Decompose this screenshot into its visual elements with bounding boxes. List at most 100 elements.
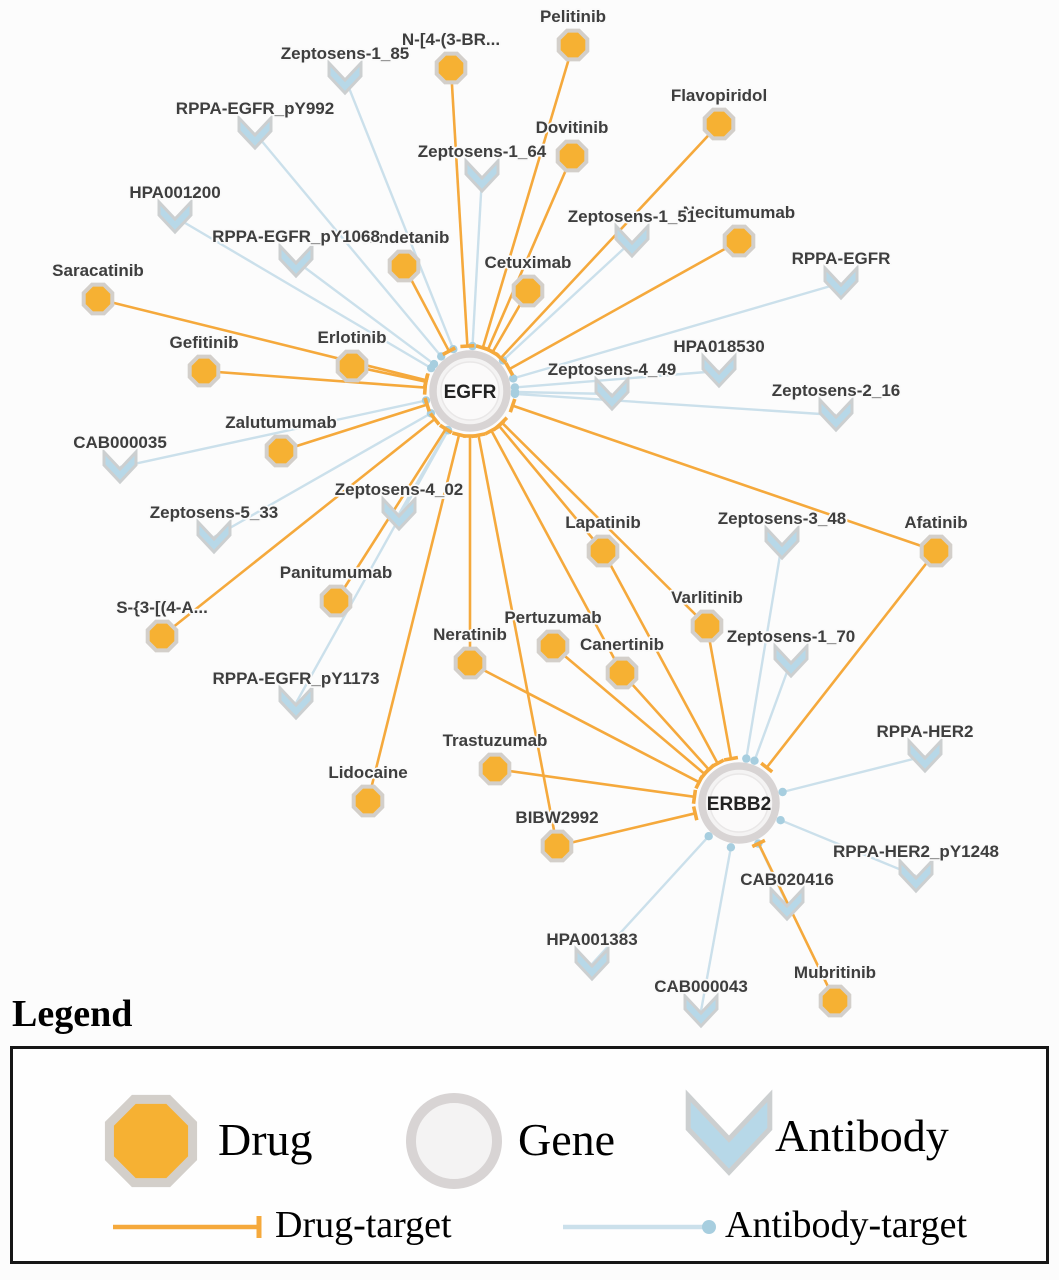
node-saracatinib bbox=[81, 282, 115, 316]
node-label-lapatinib: Lapatinib bbox=[565, 513, 641, 532]
edge-rppa-egfr-egfr bbox=[509, 281, 842, 383]
nodes-layer bbox=[81, 28, 953, 1029]
node-neratinib bbox=[453, 646, 487, 680]
node-erbb2 bbox=[698, 762, 780, 844]
node-label-erlotinib: Erlotinib bbox=[318, 328, 387, 347]
node-label-afatinib: Afatinib bbox=[904, 513, 967, 532]
node-label-pelitinib: Pelitinib bbox=[540, 7, 606, 26]
node-label-bibw2992: BIBW2992 bbox=[515, 808, 598, 827]
edge-necitumumab-egfr bbox=[504, 239, 740, 377]
node-label-hpa001383: HPA001383 bbox=[546, 930, 637, 949]
edge-varlitinib-egfr bbox=[495, 416, 708, 627]
node-label-vandetanib: Vandetanib bbox=[359, 228, 450, 247]
node-lidocaine bbox=[351, 784, 385, 818]
edge-hpa001383-erbb2 bbox=[591, 832, 713, 965]
edge-afatinib-egfr bbox=[508, 398, 937, 553]
node-zeptosens-1-85 bbox=[327, 59, 363, 96]
edge-rppa-her2-py1248-erbb2 bbox=[776, 816, 917, 878]
node-label-zeptosens-4-49: Zeptosens-4_49 bbox=[548, 360, 677, 379]
node-lapatinib bbox=[586, 534, 620, 568]
edge-zeptosens-1-85-egfr bbox=[343, 77, 458, 354]
legend-label-gene: Gene bbox=[518, 1114, 616, 1165]
legend-title: Legend bbox=[12, 993, 133, 1035]
node-cab000043 bbox=[683, 992, 719, 1029]
node-label-rppa-her2-py1248: RPPA-HER2_pY1248 bbox=[833, 842, 999, 861]
node-label-pertuzumab: Pertuzumab bbox=[504, 608, 601, 627]
node-zeptosens-4-49 bbox=[594, 375, 630, 412]
node-erlotinib bbox=[335, 349, 369, 383]
drug-node-icon bbox=[104, 1094, 198, 1188]
node-panitumumab bbox=[319, 584, 353, 618]
node-label-zeptosens-1-51: Zeptosens-1_51 bbox=[568, 207, 697, 226]
labels-layer: EGFRERBB2PelitinibN-[4-(3-BR...Flavopiri… bbox=[50, 5, 1000, 998]
edge-rppa-egfr-py1068-egfr bbox=[295, 260, 439, 369]
node-label-rppa-egfr: RPPA-EGFR bbox=[792, 249, 891, 268]
node-rppa-egfr-py1173 bbox=[278, 684, 314, 721]
node-rppa-egfr-py1068 bbox=[278, 242, 314, 279]
node-label-hpa001200: HPA001200 bbox=[129, 183, 220, 202]
node-egfr bbox=[429, 350, 511, 432]
node-label-gefitinib: Gefitinib bbox=[170, 333, 239, 352]
node-mubritinib bbox=[818, 984, 852, 1018]
node-label-necitumumab: Necitumumab bbox=[683, 203, 795, 222]
node-label-zeptosens-1-70: Zeptosens-1_70 bbox=[727, 627, 856, 646]
node-rppa-her2-py1248 bbox=[898, 857, 934, 894]
node-zeptosens-4-02 bbox=[381, 495, 417, 532]
node-vandetanib bbox=[387, 249, 421, 283]
node-label-zeptosens-4-02: Zeptosens-4_02 bbox=[335, 480, 464, 499]
node-dovitinib bbox=[555, 139, 589, 173]
legend-label-antibody-target: Antibody-target bbox=[725, 1204, 968, 1246]
node-afatinib bbox=[919, 534, 953, 568]
edge-s-3-4-a-egfr bbox=[161, 412, 441, 638]
node-zeptosens-3-48 bbox=[764, 524, 800, 561]
edge-rppa-her2-erbb2 bbox=[778, 754, 926, 797]
node-label-flavopiridol: Flavopiridol bbox=[671, 86, 767, 105]
node-label-zeptosens-3-48: Zeptosens-3_48 bbox=[718, 509, 847, 528]
edge-varlitinib-erbb2 bbox=[705, 625, 739, 762]
node-canertinib bbox=[605, 656, 639, 690]
node-label-neratinib: Neratinib bbox=[433, 625, 507, 644]
network-svg: EGFRERBB2PelitinibN-[4-(3-BR...Flavopiri… bbox=[50, 5, 1001, 1029]
node-label-dovitinib: Dovitinib bbox=[536, 118, 609, 137]
edge-canertinib-erbb2 bbox=[621, 672, 716, 776]
node-flavopiridol bbox=[702, 107, 736, 141]
node-s-3-4-a bbox=[145, 619, 179, 653]
node-hpa001383 bbox=[574, 945, 610, 982]
node-label-zalutumumab: Zalutumumab bbox=[225, 413, 336, 432]
node-label-zeptosens-1-64: Zeptosens-1_64 bbox=[418, 142, 547, 161]
node-zeptosens-1-64 bbox=[464, 157, 500, 194]
node-cab000035 bbox=[102, 448, 138, 485]
node-zeptosens-5-33 bbox=[196, 518, 232, 555]
node-label-erbb2: ERBB2 bbox=[707, 794, 771, 815]
edge-pertuzumab-erbb2 bbox=[552, 645, 711, 781]
edge-cab000043-erbb2 bbox=[699, 843, 736, 1012]
node-label-zeptosens-5-33: Zeptosens-5_33 bbox=[150, 503, 279, 522]
node-label-rppa-egfr-py992: RPPA-EGFR_pY992 bbox=[176, 99, 334, 118]
antibody-target-edge-icon bbox=[563, 1220, 716, 1234]
drug-target-edge-icon bbox=[113, 1216, 262, 1238]
node-zeptosens-1-70 bbox=[773, 642, 809, 679]
node-label-cab020416: CAB020416 bbox=[740, 870, 834, 889]
node-label-panitumumab: Panitumumab bbox=[280, 563, 392, 582]
edge-trastuzumab-erbb2 bbox=[494, 767, 698, 804]
node-label-zeptosens-2-16: Zeptosens-2_16 bbox=[772, 381, 901, 400]
node-pelitinib bbox=[556, 28, 590, 62]
node-label-zeptosens-1-85: Zeptosens-1_85 bbox=[281, 44, 410, 63]
edge-bibw2992-erbb2 bbox=[556, 806, 699, 848]
node-pertuzumab bbox=[536, 629, 570, 663]
node-necitumumab bbox=[722, 224, 756, 258]
edge-zeptosens-1-70-erbb2 bbox=[750, 660, 793, 765]
node-label-cab000043: CAB000043 bbox=[654, 977, 748, 996]
edge-zeptosens-3-48-erbb2 bbox=[742, 542, 784, 763]
node-bibw2992 bbox=[540, 829, 574, 863]
node-label-rppa-her2: RPPA-HER2 bbox=[877, 722, 974, 741]
node-zalutumumab bbox=[264, 434, 298, 468]
edges-layer bbox=[97, 44, 938, 1012]
node-cab020416 bbox=[769, 885, 805, 922]
node-n-4-3-br bbox=[434, 51, 468, 85]
node-cetuximab bbox=[511, 274, 545, 308]
edge-mubritinib-erbb2 bbox=[751, 838, 837, 1002]
edge-bibw2992-egfr bbox=[471, 432, 559, 847]
legend-box: Drug Gene Antibody Drug-target Antibody-… bbox=[10, 1046, 1049, 1264]
